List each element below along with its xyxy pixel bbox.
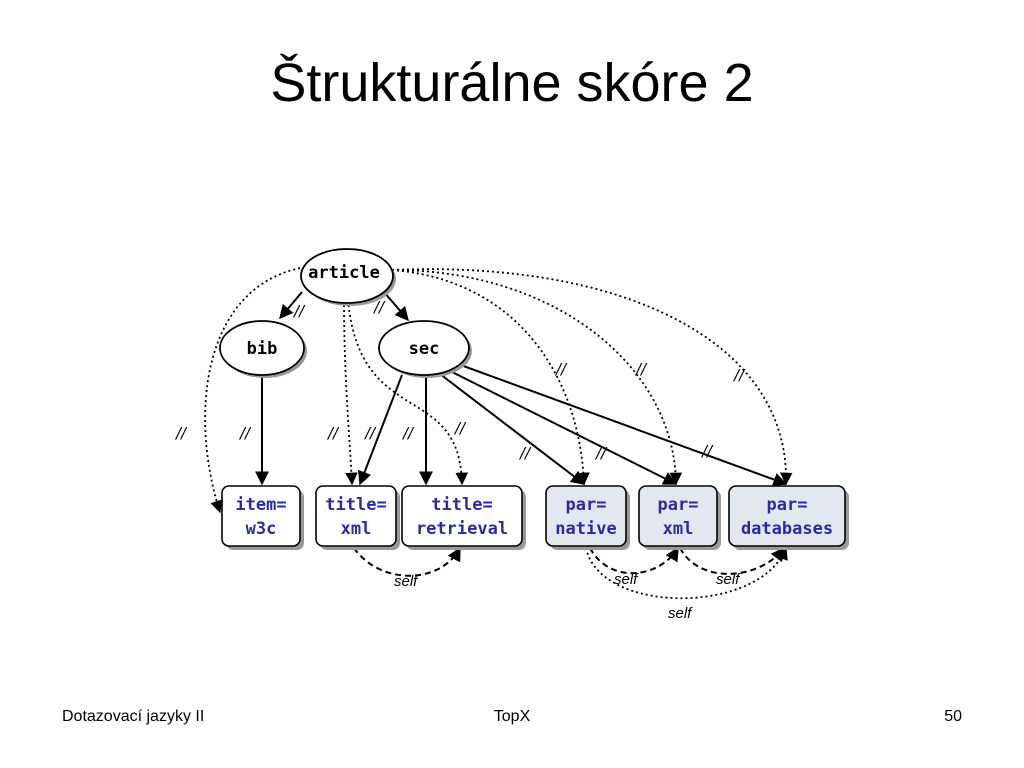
box-label-line1: title= [431,495,492,515]
footer-page-number: 50 [944,708,962,725]
edge-sec-par-databases [457,363,788,487]
box-label-line1: par= [658,495,699,515]
box-label-line1: title= [325,495,386,515]
node-bib: bib [219,320,307,378]
box-frame [545,485,627,547]
self-label-xml-databases: self [716,571,741,588]
mark-article-bib: // [292,302,306,320]
edge-article-par-databases [391,268,793,486]
footer-topic: TopX [493,708,531,725]
edge-article-par-native [391,269,590,486]
self-edge-native-xml [589,546,679,575]
edge-sec-par-xml [447,369,678,485]
box-par-native: par= native [545,485,630,550]
box-par-xml: par= xml [638,485,721,550]
node-article: article [300,248,396,306]
edge-sec-par-native [439,373,586,485]
box-par-databases: par= databases [728,485,849,550]
box-frame [315,485,397,547]
edge-article-sec [383,291,409,322]
node-sec: sec [378,320,472,378]
edge-article-title-xml [343,299,358,486]
self-labels: self self self self [394,571,741,622]
self-edge-titles [353,546,461,577]
footer-course: Dotazovací jazyky II [62,708,205,725]
box-frame [728,485,846,547]
mark-title-retrieval-2: // [453,419,467,437]
mark-par-xml-2: // [634,360,648,378]
self-label-titles: self [394,573,419,590]
mark-par-native-2: // [554,360,568,378]
mark-par-databases-1: // [700,442,714,460]
leaf-boxes: item= w3c title= xml title= retrieval par= nati… [221,485,849,550]
box-frame [401,485,523,547]
edge-article-bib [279,291,303,320]
self-edge-dotted [585,546,788,600]
slide-title: Štrukturálne skóre 2 [270,53,754,113]
edge-sec-title-xml [357,374,403,486]
self-edges [353,546,785,577]
self-label-native-databases: self [668,605,693,622]
box-label-line1: item= [235,495,286,515]
mark-par-xml-1: // [594,444,608,462]
mark-article-sec: // [372,298,386,316]
mark-item-right: // [238,424,252,442]
edge-article-par-xml [391,269,683,486]
box-item-w3c: item= w3c [221,485,304,550]
descendant-edges [204,267,793,514]
box-frame [638,485,718,547]
edge-article-item [204,267,301,514]
self-edge-native-databases [585,546,788,600]
node-bib-label: bib [247,339,278,359]
node-sec-label: sec [409,339,440,359]
mark-par-databases-2: // [732,366,746,384]
self-edge-xml-databases [679,546,785,575]
box-title-xml: title= xml [315,485,400,550]
mark-par-native-1: // [518,444,532,462]
mark-item-left: // [174,424,188,442]
box-label-line2: native [555,519,616,539]
box-title-retrieval: title= retrieval [401,485,526,550]
box-label-line2: xml [663,519,694,539]
mark-title-xml-2: // [363,424,377,442]
box-label-line2: xml [341,519,372,539]
node-article-label: article [308,263,380,283]
box-label-line1: par= [566,495,607,515]
box-label-line2: retrieval [416,519,508,539]
box-label-line2: w3c [246,519,277,539]
mark-title-xml-1: // [326,424,340,442]
mark-title-retrieval-1: // [401,424,415,442]
child-edges [255,291,788,487]
box-label-line1: par= [767,495,808,515]
descendant-marks: // // // // // // // // // // // // // /… [174,298,746,462]
self-label-native-xml: self [614,571,639,588]
box-frame [221,485,301,547]
box-label-line2: databases [741,519,833,539]
